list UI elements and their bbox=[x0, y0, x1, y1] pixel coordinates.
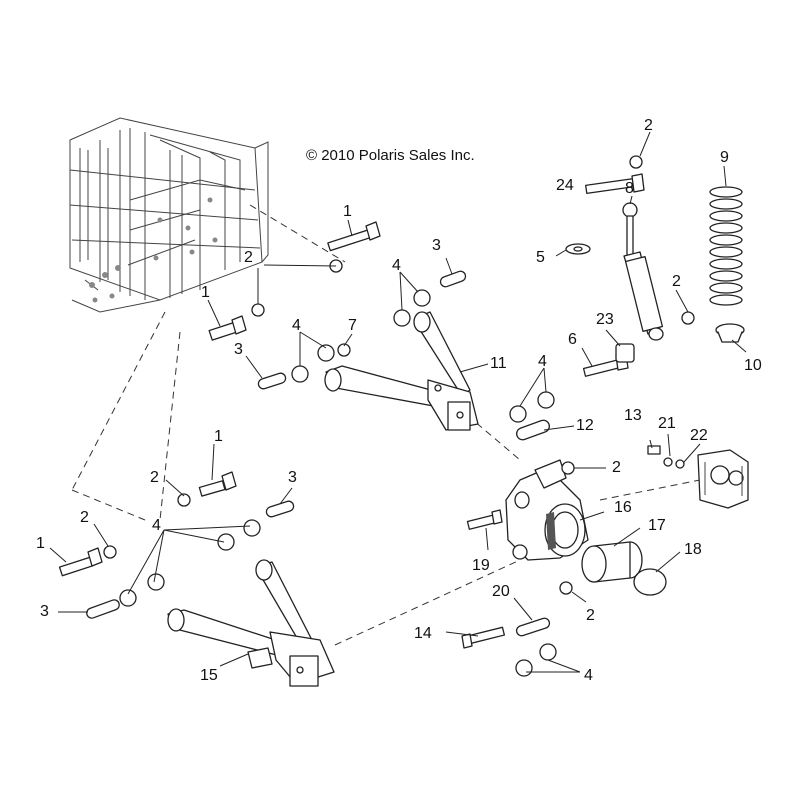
callout-16: 16 bbox=[614, 499, 632, 516]
callout-2-mid: 2 bbox=[150, 469, 159, 486]
callout-22: 22 bbox=[690, 427, 708, 444]
chassis-frame bbox=[69, 117, 269, 313]
callout-17: 17 bbox=[648, 517, 666, 534]
callout-13: 13 bbox=[624, 407, 642, 424]
brake-caliper bbox=[697, 449, 749, 509]
callout-9: 9 bbox=[720, 149, 729, 166]
callout-15: 15 bbox=[200, 667, 218, 684]
callout-4-right: 4 bbox=[538, 353, 547, 370]
callout-1-mid: 1 bbox=[214, 428, 223, 445]
spring-retainer bbox=[715, 323, 745, 343]
coil-spring bbox=[709, 186, 743, 306]
callout-4-left: 4 bbox=[292, 317, 301, 334]
callout-3-left: 3 bbox=[234, 341, 243, 358]
callout-3-mid: 3 bbox=[288, 469, 297, 486]
callout-14: 14 bbox=[414, 625, 432, 642]
callout-18: 18 bbox=[684, 541, 702, 558]
callout-23: 23 bbox=[596, 311, 614, 328]
callout-4-lower: 4 bbox=[152, 517, 161, 534]
callout-8: 8 bbox=[625, 180, 634, 197]
callout-1-top: 1 bbox=[343, 203, 352, 220]
callout-24: 24 bbox=[556, 177, 574, 194]
callout-numbers: 1 1 1 1 2 2 2 2 2 2 2 3 3 3 3 4 4 4 4 4 … bbox=[36, 117, 762, 684]
callout-19: 19 bbox=[472, 557, 490, 574]
pins-and-sleeves bbox=[86, 270, 667, 637]
callout-4-bottom: 4 bbox=[584, 667, 593, 684]
callout-2-top-right: 2 bbox=[644, 117, 653, 134]
shock-absorber bbox=[622, 202, 664, 341]
callout-6: 6 bbox=[568, 331, 577, 348]
callout-1-lower-left: 1 bbox=[36, 535, 45, 552]
callout-2-upper: 2 bbox=[244, 249, 253, 266]
copyright-text: © 2010 Polaris Sales Inc. bbox=[306, 147, 475, 164]
callout-2-bottom: 2 bbox=[586, 607, 595, 624]
callout-21: 21 bbox=[658, 415, 676, 432]
callout-7: 7 bbox=[348, 317, 357, 334]
callout-2-shock: 2 bbox=[672, 273, 681, 290]
leader-lines bbox=[49, 131, 747, 673]
lower-control-arm bbox=[167, 559, 335, 687]
bearing-carrier bbox=[505, 459, 589, 561]
bushings bbox=[119, 289, 557, 677]
callout-20: 20 bbox=[492, 583, 510, 600]
callout-4-upper-arm: 4 bbox=[392, 257, 401, 274]
callout-2-knuckle: 2 bbox=[612, 459, 621, 476]
callout-11: 11 bbox=[490, 355, 507, 372]
callout-2-lower-left: 2 bbox=[80, 509, 89, 526]
callout-10: 10 bbox=[744, 357, 762, 374]
callout-5: 5 bbox=[536, 249, 545, 266]
callout-1-left: 1 bbox=[201, 284, 210, 301]
callout-12: 12 bbox=[576, 417, 594, 434]
nuts bbox=[103, 155, 695, 595]
callout-3-top: 3 bbox=[432, 237, 441, 254]
upper-control-arm bbox=[324, 311, 479, 431]
callout-3-lower-left: 3 bbox=[40, 603, 49, 620]
washer-5-hole bbox=[573, 246, 583, 252]
